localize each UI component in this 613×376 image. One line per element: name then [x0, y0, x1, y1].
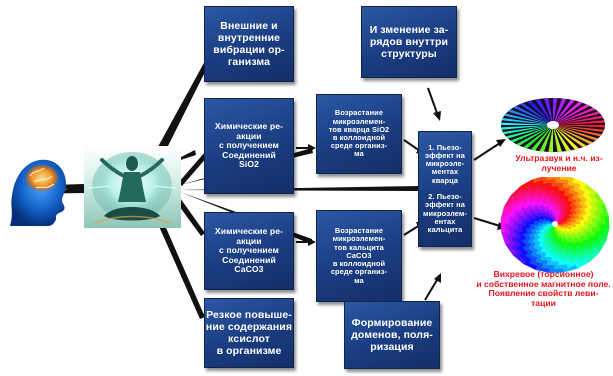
- charge-change-box: И зменение за- рядов внуттри структуры: [361, 6, 457, 78]
- piezo-effect-box: 1. Пьезо- эффект на микроэле- ментах ква…: [418, 131, 472, 247]
- head-image: [10, 159, 66, 226]
- burst-rays: [501, 98, 605, 152]
- domains-box: Формирование доменов, поля- ризация: [344, 301, 440, 369]
- ultrasound-caption: Ультразвук и н.ч. из- лучение: [515, 153, 603, 173]
- chemical-sio2-box: Химические ре- акции с получением Соедин…: [204, 98, 294, 194]
- box-arrows: [296, 87, 507, 301]
- acid-box: Резкое повыше- ние содержания кcислот в …: [204, 298, 294, 368]
- quartz-growth-box: Возрастание микроэлемен- тов кварца SiO2…: [316, 94, 402, 174]
- calcite-growth-box: Возрастание микроэлемен- тов кальцита Ca…: [316, 210, 402, 302]
- spiral-rings: [500, 177, 610, 273]
- vibrations-box: Внешние и внутренние вибрации ор- ганизм…: [204, 6, 294, 82]
- spiral-image: [500, 177, 610, 273]
- rainbow-burst-image: [501, 98, 605, 152]
- chemical-caco3-box: Химические ре- акции с получением Соедин…: [204, 212, 294, 290]
- vortex-caption: Вихревое (торсионное) и собственное магн…: [476, 269, 611, 308]
- meditation-image: [84, 146, 181, 228]
